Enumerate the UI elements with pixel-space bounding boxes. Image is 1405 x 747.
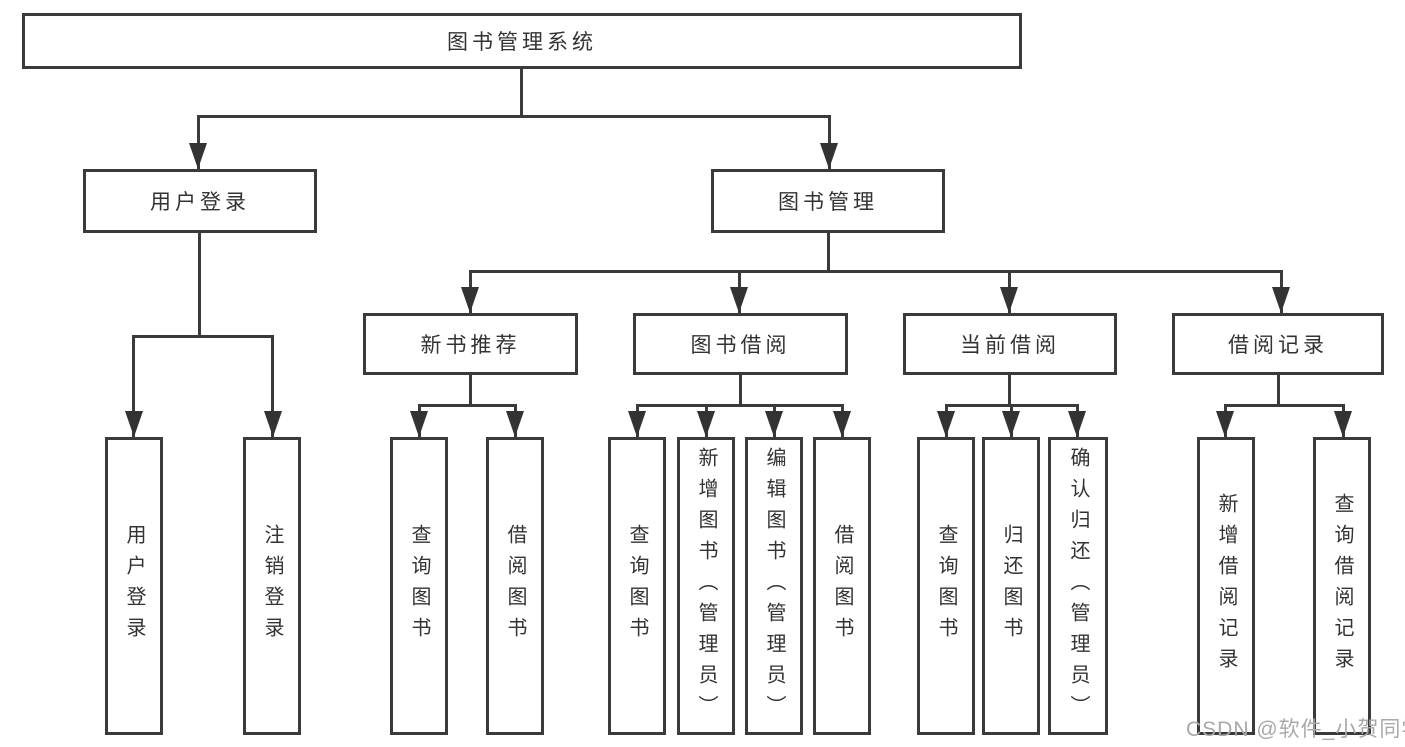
leaf-current-confirm-return-admin: 确认归还（管理员） [1048,437,1108,735]
leaf-recommend-query-books: 查询图书 [390,437,448,735]
leaf-label: 查询图书 [626,524,648,648]
leaf-current-return-books: 归还图书 [982,437,1040,735]
arrow-down [1272,287,1290,313]
node-user-login: 用户登录 [83,169,317,233]
connector-line [520,69,523,117]
leaf-borrow-add-books-admin: 新增图书（管理员） [677,437,735,735]
leaf-label: 确认归还（管理员） [1067,446,1089,726]
leaf-label: 注销登录 [261,524,283,648]
arrow-down [833,411,851,437]
connector-line [1277,375,1280,406]
leaf-label: 新增图书（管理员） [695,446,717,726]
node-label: 用户登录 [150,191,250,214]
arrow-down [697,411,715,437]
node-label: 图书管理 [778,191,878,214]
connector-line [271,335,274,437]
leaf-logout: 注销登录 [243,437,301,735]
node-book-management: 图书管理 [711,169,945,233]
leaf-label: 编辑图书（管理员） [763,446,785,726]
connector-line [469,270,1283,273]
leaf-user-login: 用户登录 [105,437,163,735]
connector-line [1224,404,1345,407]
arrow-down [1068,411,1086,437]
node-label: 借阅记录 [1228,334,1328,357]
leaf-recommend-borrow-books: 借阅图书 [486,437,544,735]
arrow-down [1002,411,1020,437]
leaf-label: 归还图书 [1000,524,1022,648]
leaf-borrow-query-books: 查询图书 [608,437,666,735]
node-borrowing-records: 借阅记录 [1172,313,1384,375]
connector-line [827,232,830,273]
leaf-records-add-borrow-record: 新增借阅记录 [1197,437,1255,735]
connector-line [636,404,844,407]
connector-line [197,115,200,169]
leaf-label: 查询借阅记录 [1331,493,1353,679]
connector-line [198,232,201,337]
arrow-down [125,411,143,437]
connector-line [1008,375,1011,406]
arrow-down [461,287,479,313]
connector-line [132,335,274,338]
arrow-down [730,287,748,313]
node-new-book-recommendation: 新书推荐 [363,313,578,375]
leaf-label: 查询图书 [935,524,957,648]
arrow-down [1000,287,1018,313]
arrow-down [1334,411,1352,437]
arrow-down [189,143,207,169]
connector-line [197,115,831,118]
watermark: CSDN @软件_小贺同学 [1186,718,1405,741]
node-label: 当前借阅 [960,334,1060,357]
connector-line [418,404,517,407]
node-library-management-system: 图书管理系统 [22,13,1022,69]
leaf-borrow-borrow-books: 借阅图书 [813,437,871,735]
node-label: 图书管理系统 [447,31,597,54]
leaf-label: 查询图书 [408,524,430,648]
node-book-borrowing: 图书借阅 [633,313,848,375]
leaf-borrow-edit-books-admin: 编辑图书（管理员） [745,437,803,735]
leaf-records-query-borrow-record: 查询借阅记录 [1313,437,1371,735]
arrow-down [506,411,524,437]
arrow-down [765,411,783,437]
leaf-label: 用户登录 [123,524,145,648]
arrow-down [628,411,646,437]
connector-line [828,115,831,169]
connector-line [469,375,472,406]
node-label: 图书借阅 [690,334,791,357]
arrow-down [410,411,428,437]
arrow-down [1216,411,1234,437]
arrow-down [937,411,955,437]
leaf-current-query-books: 查询图书 [917,437,975,735]
arrow-down [264,411,282,437]
leaf-label: 借阅图书 [504,524,526,648]
node-current-borrowing: 当前借阅 [903,313,1117,375]
leaf-label: 新增借阅记录 [1215,493,1237,679]
connector-line [739,375,742,406]
connector-line [132,335,135,437]
node-label: 新书推荐 [420,334,521,357]
leaf-label: 借阅图书 [831,524,853,648]
arrow-down [820,143,838,169]
